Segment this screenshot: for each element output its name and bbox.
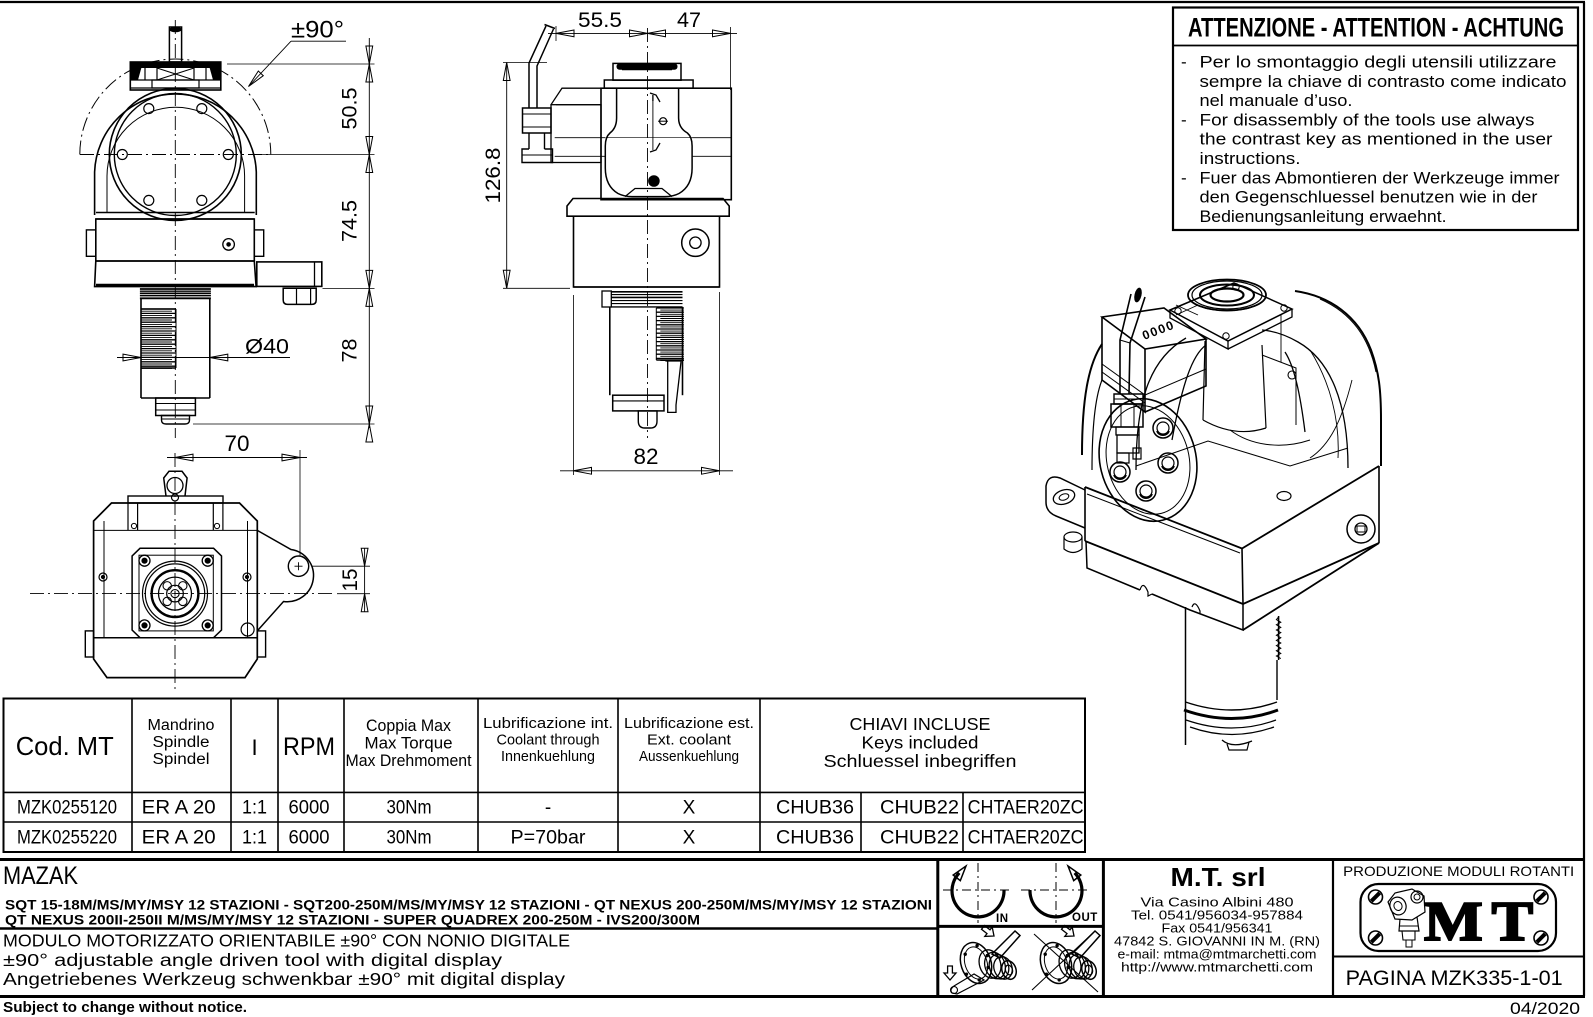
svg-text:MZK0255120: MZK0255120 xyxy=(17,798,117,819)
svg-text:Spindle: Spindle xyxy=(153,734,210,751)
svg-text:Ext. coolant: Ext. coolant xyxy=(647,733,731,749)
svg-text:den Gegenschluessel benutzen w: den Gegenschluessel benutzen wie in der xyxy=(1200,188,1538,207)
svg-text:nel manuale d’uso.: nel manuale d’uso. xyxy=(1200,91,1353,110)
svg-text:RPM: RPM xyxy=(283,733,335,761)
svg-text:PRODUZIONE MODULI ROTANTI: PRODUZIONE MODULI ROTANTI xyxy=(1343,863,1574,879)
svg-text:Aussenkuehlung: Aussenkuehlung xyxy=(639,749,739,765)
svg-text:126.8: 126.8 xyxy=(482,148,505,204)
svg-text:M.T. srl: M.T. srl xyxy=(1171,862,1266,892)
svg-text:1:1: 1:1 xyxy=(242,798,267,819)
svg-text:Spindel: Spindel xyxy=(153,751,210,768)
svg-text:e-mail: mtma@mtmarchetti.com: e-mail: mtma@mtmarchetti.com xyxy=(1118,947,1317,962)
svg-text:Ø40: Ø40 xyxy=(245,336,289,359)
svg-text:Fuer das Abmontieren der Werkz: Fuer das Abmontieren der Werkzeuge immer xyxy=(1200,168,1560,187)
svg-text:Coolant through: Coolant through xyxy=(497,733,600,749)
svg-text:Angetriebenes Werkzeug schwenk: Angetriebenes Werkzeug schwenkbar ±90° m… xyxy=(3,969,565,989)
svg-text:82: 82 xyxy=(634,444,659,469)
svg-text:CHTAER20ZC: CHTAER20ZC xyxy=(968,798,1084,819)
svg-text:SQT 15-18M/MS/MY/MSY 12 STAZIO: SQT 15-18M/MS/MY/MSY 12 STAZIONI - SQT20… xyxy=(5,898,932,913)
svg-text:For disassembly of the tools u: For disassembly of the tools use always xyxy=(1200,110,1535,129)
svg-text:Per lo smontaggio degli utensi: Per lo smontaggio degli utensili utilizz… xyxy=(1200,53,1557,72)
svg-text:04/2020: 04/2020 xyxy=(1510,999,1580,1017)
svg-text:http://www.mtmarchetti.com: http://www.mtmarchetti.com xyxy=(1121,960,1313,975)
svg-text:±90°: ±90° xyxy=(291,17,344,44)
svg-text:X: X xyxy=(683,828,696,849)
svg-text:Schluessel inbegriffen: Schluessel inbegriffen xyxy=(824,751,1017,771)
svg-text:Bedienungsanleitung erwaehnt.: Bedienungsanleitung erwaehnt. xyxy=(1200,207,1447,226)
svg-text:Max Torque: Max Torque xyxy=(365,735,453,753)
svg-text:ER A 20: ER A 20 xyxy=(142,798,216,819)
svg-text:MZK0255220: MZK0255220 xyxy=(17,828,117,849)
svg-text:Innenkuehlung: Innenkuehlung xyxy=(501,749,595,765)
svg-text:6000: 6000 xyxy=(289,828,330,849)
svg-text:Via Casino Albini 480: Via Casino Albini 480 xyxy=(1141,895,1294,910)
svg-text:X: X xyxy=(683,798,696,819)
svg-text:47: 47 xyxy=(677,9,701,32)
svg-text:55.5: 55.5 xyxy=(578,9,622,32)
svg-text:CHUB22: CHUB22 xyxy=(880,828,959,849)
svg-text:QT NEXUS 200II-250II M/MS/MY/M: QT NEXUS 200II-250II M/MS/MY/MSY 12 STAZ… xyxy=(5,913,700,928)
svg-text:-: - xyxy=(1181,110,1187,129)
svg-text:Max Drehmoment: Max Drehmoment xyxy=(346,752,472,770)
svg-text:I: I xyxy=(251,735,257,760)
svg-text:Fax 0541/956341: Fax 0541/956341 xyxy=(1162,921,1273,936)
svg-text:sempre la chiave di contrasto: sempre la chiave di contrasto come indic… xyxy=(1200,72,1567,91)
svg-text:70: 70 xyxy=(225,431,250,456)
svg-text:IN: IN xyxy=(996,913,1009,925)
svg-text:ER A 20: ER A 20 xyxy=(142,828,216,849)
svg-text:CHUB36: CHUB36 xyxy=(776,798,854,819)
svg-text:47842 S. GIOVANNI IN M. (RN): 47842 S. GIOVANNI IN M. (RN) xyxy=(1114,934,1320,949)
svg-text:Subject to change without noti: Subject to change without notice. xyxy=(3,1000,247,1016)
svg-text:30Nm: 30Nm xyxy=(387,798,432,819)
svg-text:Tel. 0541/956034-957884: Tel. 0541/956034-957884 xyxy=(1131,908,1303,923)
svg-text:CHUB36: CHUB36 xyxy=(776,828,854,849)
svg-text:ATTENZIONE - ATTENTION - ACHTU: ATTENZIONE - ATTENTION - ACHTUNG xyxy=(1188,13,1564,43)
svg-text:MODULO MOTORIZZATO ORIENTABILE: MODULO MOTORIZZATO ORIENTABILE ±90° CON … xyxy=(3,931,570,951)
svg-text:Lubrificazione est.: Lubrificazione est. xyxy=(624,716,754,732)
svg-text:74.5: 74.5 xyxy=(339,200,362,242)
svg-text:1:1: 1:1 xyxy=(242,828,267,849)
svg-text:CHIAVI INCLUSE: CHIAVI INCLUSE xyxy=(850,714,991,734)
svg-text:50.5: 50.5 xyxy=(339,88,362,130)
svg-text:0000: 0000 xyxy=(1140,318,1177,343)
svg-text:the contrast key as mentioned: the contrast key as mentioned in the use… xyxy=(1200,130,1553,149)
svg-text:6000: 6000 xyxy=(289,798,330,819)
svg-text:MAZAK: MAZAK xyxy=(3,862,78,890)
svg-text:CHTAER20ZC: CHTAER20ZC xyxy=(968,828,1084,849)
svg-text:±90° adjustable angle driven t: ±90° adjustable angle driven tool with d… xyxy=(3,950,502,970)
svg-text:15: 15 xyxy=(339,569,362,592)
svg-text:-: - xyxy=(1181,53,1187,72)
svg-text:Lubrificazione int.: Lubrificazione int. xyxy=(483,716,613,732)
svg-text:78: 78 xyxy=(339,339,362,363)
svg-text:instructions.: instructions. xyxy=(1200,149,1301,168)
svg-text:-: - xyxy=(1181,168,1187,187)
svg-text:P=70bar: P=70bar xyxy=(511,828,587,849)
svg-text:PAGINA MZK335-1-01: PAGINA MZK335-1-01 xyxy=(1346,967,1563,990)
svg-text:CHUB22: CHUB22 xyxy=(880,798,959,819)
svg-text:Coppia Max: Coppia Max xyxy=(366,717,452,735)
svg-text:MT: MT xyxy=(1424,891,1542,953)
svg-text:Cod. MT: Cod. MT xyxy=(16,731,114,761)
svg-text:Keys included: Keys included xyxy=(862,733,979,753)
svg-text:-: - xyxy=(545,798,551,819)
svg-text:OUT: OUT xyxy=(1072,912,1098,924)
svg-text:Mandrino: Mandrino xyxy=(148,717,215,734)
svg-text:30Nm: 30Nm xyxy=(387,828,432,849)
